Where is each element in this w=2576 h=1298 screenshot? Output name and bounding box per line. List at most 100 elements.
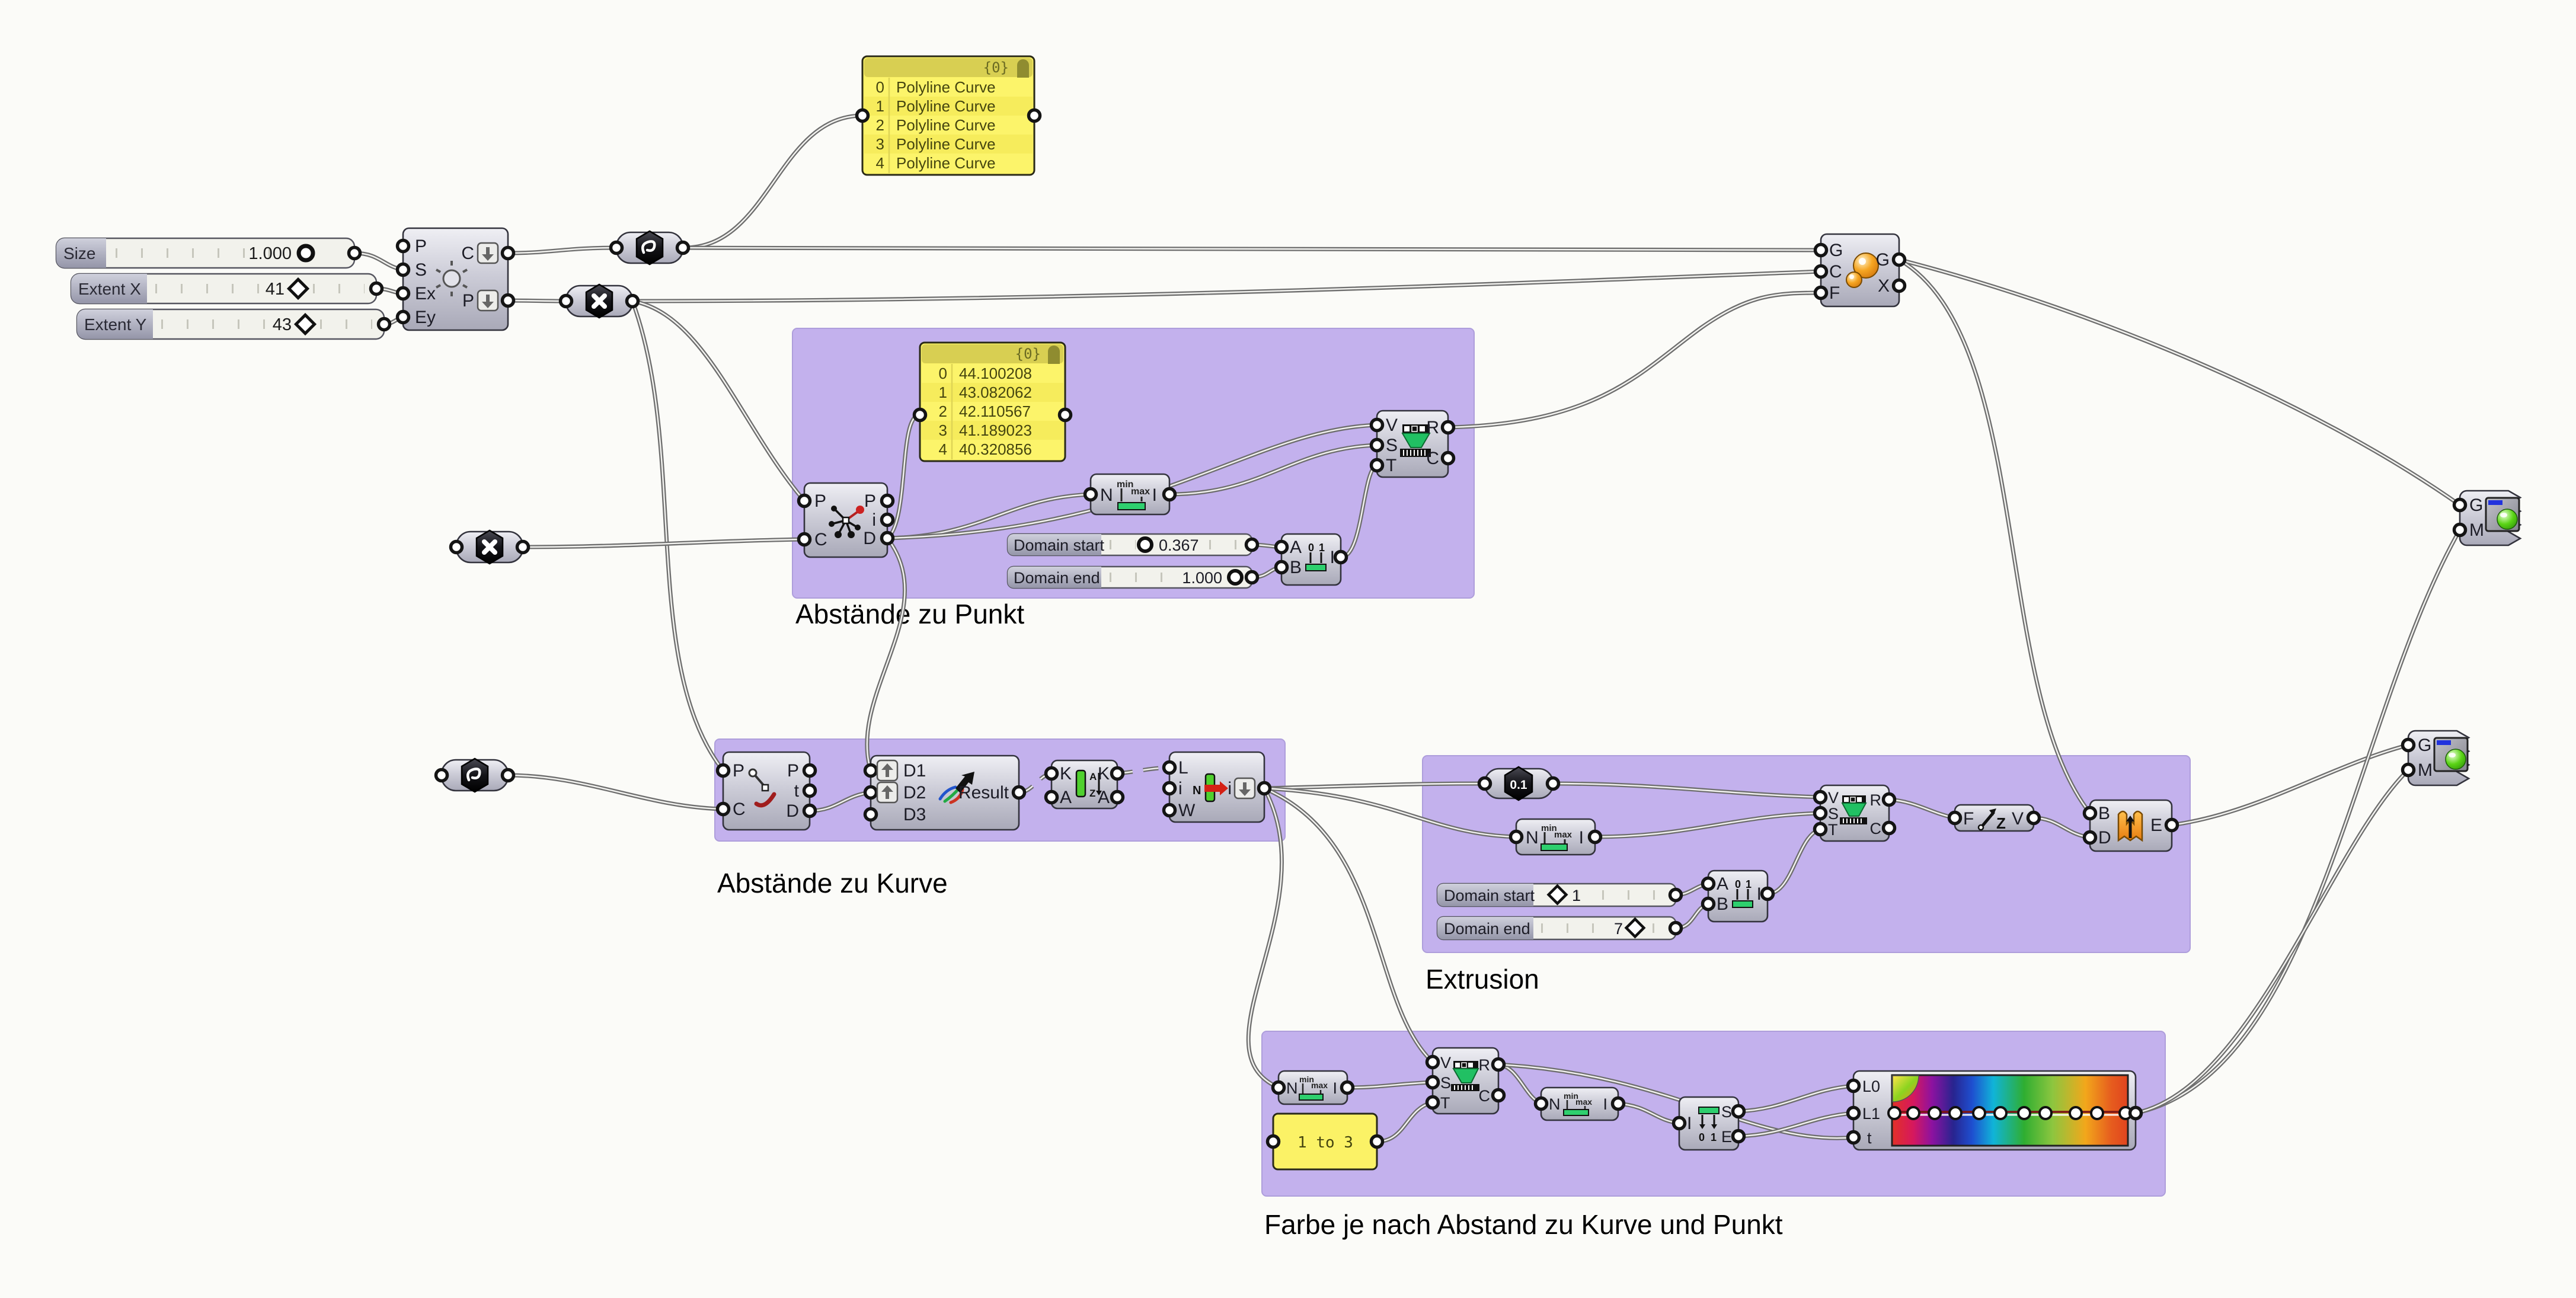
- input-port-d3[interactable]: [863, 807, 878, 822]
- node-extrude[interactable]: B D E: [2082, 799, 2179, 852]
- input-port-t[interactable]: [1369, 458, 1385, 473]
- input-port-t[interactable]: [1425, 1095, 1440, 1110]
- input-port-b[interactable]: [1701, 896, 1716, 912]
- output-port-i[interactable]: [1587, 829, 1603, 845]
- input-port-d1[interactable]: [863, 763, 878, 778]
- node-remap-extrusion[interactable]: V S T R C: [1813, 784, 1897, 842]
- slider-extent-x[interactable]: Extent X 41: [70, 273, 384, 305]
- output-port[interactable]: [376, 316, 392, 332]
- input-port-t[interactable]: [1846, 1130, 1861, 1145]
- output-port-p[interactable]: [802, 763, 817, 778]
- output-port-e[interactable]: [1731, 1128, 1746, 1144]
- slider-grip[interactable]: [1137, 536, 1153, 553]
- input-port-c[interactable]: [797, 532, 812, 547]
- param-curve-container-2[interactable]: [434, 757, 516, 793]
- node-curve-closest-point[interactable]: P C P t D: [715, 751, 817, 831]
- node-custom-preview-2[interactable]: G M: [2401, 730, 2470, 787]
- output-port-i[interactable]: [1610, 1096, 1626, 1111]
- output-port-result[interactable]: [1011, 785, 1027, 800]
- output-port-e[interactable]: [2164, 817, 2179, 833]
- node-bounds-farbe-2[interactable]: N min max I: [1533, 1086, 1626, 1121]
- input-port-s[interactable]: [395, 262, 411, 277]
- input-port-g[interactable]: [2452, 497, 2468, 513]
- input-port[interactable]: [609, 240, 624, 255]
- input-port-v[interactable]: [1425, 1054, 1440, 1070]
- slider-domain-start-extrusion[interactable]: Domain start 1: [1436, 883, 1683, 907]
- input-port-d2[interactable]: [863, 785, 878, 800]
- input-port[interactable]: [434, 768, 449, 783]
- node-sort-list[interactable]: K A A Z K A: [1044, 759, 1125, 810]
- output-port-k[interactable]: [1110, 766, 1125, 781]
- slider-domain-end-punkt[interactable]: Domain end 1.000: [1006, 565, 1260, 589]
- output-port-c[interactable]: [1491, 1088, 1506, 1103]
- node-bounds-punkt[interactable]: N min max I: [1083, 473, 1177, 516]
- output-port-p[interactable]: [880, 493, 895, 509]
- input-port-n[interactable]: [1533, 1096, 1549, 1111]
- input-port-n[interactable]: [1083, 487, 1098, 502]
- input-port-i[interactable]: [1162, 781, 1177, 796]
- slider-grip[interactable]: [1624, 917, 1646, 939]
- output-port[interactable]: [1244, 570, 1260, 585]
- output-port-v[interactable]: [2026, 810, 2041, 826]
- output-port-p[interactable]: [500, 293, 516, 308]
- input-port[interactable]: [855, 108, 870, 123]
- node-unit-z[interactable]: F Z V: [1947, 804, 2041, 832]
- output-port[interactable]: [1369, 1134, 1385, 1149]
- output-port-i[interactable]: [1333, 549, 1348, 565]
- node-square-grid[interactable]: P S Ex Ey C P: [395, 227, 516, 331]
- output-port-c[interactable]: [1440, 450, 1456, 466]
- input-port-a[interactable]: [1701, 876, 1716, 891]
- input-port-c[interactable]: [1813, 264, 1829, 279]
- slider-grip[interactable]: [1546, 884, 1568, 906]
- output-port[interactable]: [347, 245, 362, 261]
- node-merge[interactable]: D1 D2 D3 Result: [863, 754, 1027, 831]
- input-port-ey[interactable]: [395, 309, 411, 325]
- input-port[interactable]: [1265, 1134, 1281, 1149]
- input-port-f[interactable]: [1947, 810, 1963, 826]
- slider-extent-y[interactable]: Extent Y 43: [76, 308, 392, 340]
- node-custom-preview-1[interactable]: G M: [2452, 490, 2522, 546]
- input-port[interactable]: [912, 407, 928, 423]
- node-construct-domain-extrusion[interactable]: A B 0 1 I: [1701, 869, 1775, 923]
- input-port-f[interactable]: [1813, 285, 1829, 300]
- output-port-i[interactable]: [1257, 781, 1272, 796]
- param-curve-container[interactable]: [609, 230, 691, 266]
- output-port-c[interactable]: [1881, 820, 1897, 836]
- node-deconstruct-domain[interactable]: I 0 1 S E: [1671, 1096, 1746, 1151]
- output-port[interactable]: [1057, 407, 1073, 423]
- slider-size[interactable]: Size 1.000: [55, 237, 362, 269]
- input-port[interactable]: [449, 539, 464, 555]
- slider-grip[interactable]: [296, 244, 315, 263]
- input-port-s[interactable]: [1425, 1075, 1440, 1090]
- output-port[interactable]: [515, 539, 530, 555]
- output-port-c[interactable]: [500, 245, 516, 261]
- node-remap-punkt[interactable]: V S T R C: [1369, 410, 1456, 478]
- output-port[interactable]: [2128, 1105, 2143, 1121]
- input-port-v[interactable]: [1813, 789, 1828, 805]
- input-port-g[interactable]: [2401, 737, 2416, 753]
- param-point-container[interactable]: [558, 283, 640, 319]
- output-port[interactable]: [1244, 537, 1260, 552]
- input-port-n[interactable]: [1508, 829, 1524, 845]
- output-port-i[interactable]: [880, 512, 895, 527]
- input-port[interactable]: [1477, 776, 1492, 791]
- output-port[interactable]: [675, 240, 691, 255]
- output-port-i[interactable]: [1340, 1080, 1355, 1095]
- input-port-ex[interactable]: [395, 286, 411, 301]
- input-port-d[interactable]: [2082, 830, 2098, 845]
- slider-grip[interactable]: [293, 312, 317, 336]
- node-bounds-extrusion[interactable]: N min max I: [1508, 818, 1603, 856]
- node-construct-domain-punkt[interactable]: A B 0 1 I: [1274, 533, 1348, 586]
- input-port-p[interactable]: [395, 238, 411, 254]
- output-port[interactable]: [1545, 776, 1561, 791]
- input-port-l1[interactable]: [1846, 1105, 1861, 1121]
- output-port-x[interactable]: [1891, 278, 1907, 293]
- node-remap-farbe[interactable]: V S T R C: [1425, 1047, 1506, 1115]
- output-port[interactable]: [625, 293, 640, 309]
- input-port-a[interactable]: [1044, 789, 1059, 805]
- output-port[interactable]: [500, 768, 516, 783]
- gradient-grips[interactable]: [1887, 1106, 2133, 1120]
- output-port[interactable]: [1668, 920, 1683, 936]
